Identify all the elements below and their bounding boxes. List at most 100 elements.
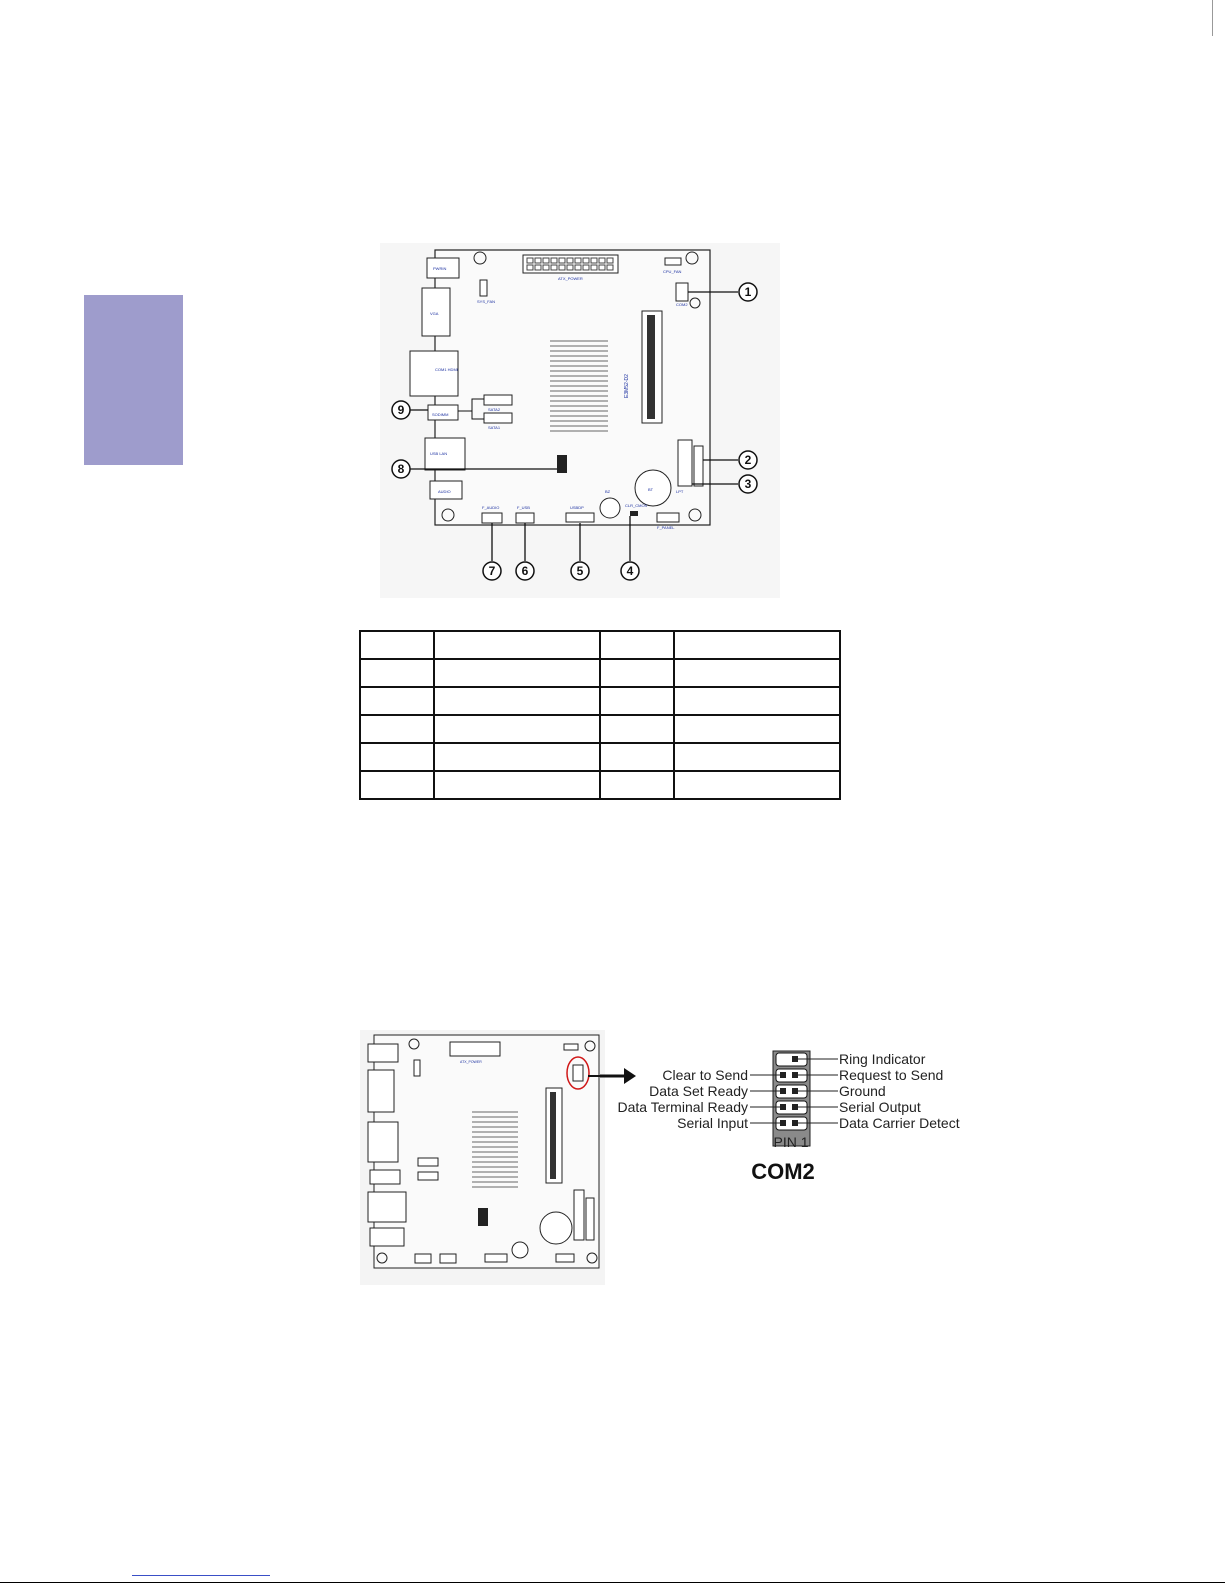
f-panel-header — [555, 1253, 575, 1263]
sata1-connector — [417, 1171, 439, 1181]
callout-7-text: 7 — [489, 564, 496, 578]
sys-fan-header — [479, 279, 488, 297]
vga-port — [421, 287, 451, 337]
usb-lan-port — [424, 437, 466, 471]
pin-label-request-to-send: Request to Send — [839, 1067, 943, 1083]
callout-5 — [570, 561, 590, 581]
mount-hole — [689, 297, 701, 309]
table-cell — [599, 686, 675, 716]
clr-cmos-jumper — [630, 511, 638, 516]
f-usb-label: F_USB — [517, 505, 530, 510]
lpt-header-2 — [693, 445, 704, 487]
pin-label-data-set-ready: Data Set Ready — [649, 1083, 748, 1099]
usbdp-label: USBDP — [570, 505, 584, 510]
top-divider — [1212, 0, 1213, 36]
usbdp-header — [484, 1253, 508, 1263]
battery-label: BT — [648, 487, 654, 492]
table-cell — [599, 714, 675, 744]
usb-lan-label: USB LAN — [430, 451, 447, 456]
buzzer — [511, 1241, 529, 1259]
lpt-label: LPT — [676, 489, 684, 494]
pwrin-label: PWRIN — [433, 266, 446, 271]
f-panel-label: F_PANEL — [657, 525, 675, 530]
connector-title: COM2 — [751, 1159, 815, 1184]
table-row — [359, 742, 841, 772]
lpt-header-2 — [585, 1197, 595, 1241]
callout-2 — [738, 450, 758, 470]
sata2-connector — [417, 1157, 439, 1167]
board-name-label: E3M52-D2 — [624, 374, 630, 398]
sodimm-label: SODIMM — [432, 412, 448, 417]
table-cell — [673, 714, 841, 744]
table-cell — [599, 742, 675, 772]
usbdp-header — [565, 512, 595, 523]
table-cell — [359, 770, 435, 800]
table-cell — [433, 686, 601, 716]
callout-3-text: 3 — [745, 477, 752, 491]
lpt-header — [573, 1189, 585, 1241]
pwrin-jack — [426, 257, 460, 279]
callout-6-text: 6 — [522, 564, 529, 578]
table-cell — [433, 742, 601, 772]
atx-power-label: ATX_POWER — [558, 276, 583, 281]
pin-label-serial-output: Serial Output — [839, 1099, 921, 1115]
callout-6 — [515, 561, 535, 581]
heatsink-fins — [550, 340, 608, 432]
com2-header — [572, 1064, 584, 1082]
sata2-connector — [483, 394, 513, 406]
callout-2-text: 2 — [745, 453, 752, 467]
com2-location-diagram: ATX_POWER — [360, 1030, 605, 1285]
table-cell — [433, 714, 601, 744]
mount-hole — [685, 251, 699, 265]
mount-hole — [688, 508, 702, 522]
pin-label-ground: Ground — [839, 1083, 886, 1099]
audio-label: AUDIO — [438, 489, 451, 494]
sodimm-slot-small — [427, 404, 459, 421]
table-row — [359, 686, 841, 716]
table-cell — [673, 686, 841, 716]
callout-1 — [738, 282, 758, 302]
table-row — [359, 770, 841, 800]
table-cell — [599, 658, 675, 688]
table-cell — [673, 630, 841, 660]
pin-label-serial-input: Serial Input — [677, 1115, 748, 1131]
pin-label-data-terminal-ready: Data Terminal Ready — [618, 1099, 748, 1115]
f-audio-header — [481, 512, 503, 524]
cpu-fan-label: CPU_FAN — [663, 269, 682, 274]
cpu-fan-header — [563, 1043, 579, 1051]
sata2-label: SATA2 — [488, 407, 501, 412]
callout-1-text: 1 — [745, 285, 752, 299]
atx-power-connector — [449, 1041, 501, 1057]
callout-4 — [620, 561, 640, 581]
table-cell — [359, 742, 435, 772]
table-cell — [673, 742, 841, 772]
usb-internal-header — [557, 455, 567, 473]
table-cell — [359, 686, 435, 716]
clr-cmos-label: CLR_CMOS — [625, 503, 648, 508]
mount-hole — [473, 251, 487, 265]
com2-header — [675, 282, 689, 302]
table-row — [359, 658, 841, 688]
pin-label-clear-to-send: Clear to Send — [662, 1067, 748, 1083]
motherboard-layout-diagram: ATX_POWER CPU_FAN COM2 PWRIN SYS_FAN VGA… — [380, 243, 780, 598]
table-cell — [673, 658, 841, 688]
table-cell — [599, 630, 675, 660]
pin-label-ring-indicator: Ring Indicator — [839, 1051, 926, 1067]
callout-9 — [391, 400, 411, 420]
com2-label: COM2 — [676, 302, 688, 307]
callout-5-text: 5 — [577, 564, 584, 578]
sata1-label: SATA1 — [488, 425, 501, 430]
callout-8-text: 8 — [398, 462, 405, 476]
buzzer-label: BZ — [605, 489, 611, 494]
usb-internal-header — [478, 1208, 488, 1226]
sys-fan-label: SYS_FAN — [477, 299, 495, 304]
table-cell — [359, 658, 435, 688]
battery — [539, 1211, 573, 1245]
chapter-tab — [84, 295, 183, 465]
arrow-head — [624, 1068, 636, 1084]
vga-label: VGA — [430, 311, 439, 316]
sodimm-slot-small — [369, 1169, 401, 1185]
callout-3 — [738, 474, 758, 494]
lpt-header — [677, 439, 693, 487]
f-usb-header — [439, 1253, 457, 1264]
